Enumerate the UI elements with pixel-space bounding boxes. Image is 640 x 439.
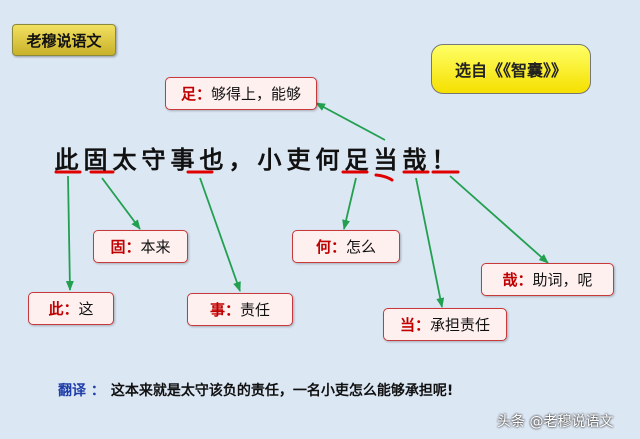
gloss-sep: ： xyxy=(195,85,211,103)
underline-zu xyxy=(374,173,394,182)
gloss-sep: ： xyxy=(224,301,240,319)
arrow-zu xyxy=(315,102,386,141)
char-dang: 当 xyxy=(373,144,398,174)
classical-sentence: 此 固 太 守 事 也 ， 小 吏 何 足 当 哉 ！ xyxy=(52,140,492,174)
gloss-sep: ： xyxy=(63,300,79,318)
char-zai: 哉 xyxy=(402,144,427,174)
char-ci: 此 xyxy=(54,144,79,174)
char-ye: 也 xyxy=(199,144,224,174)
gloss-ci: 此：这 xyxy=(28,292,114,325)
gloss-text: 责任 xyxy=(240,301,271,319)
gloss-text: 够得上，能够 xyxy=(211,85,302,103)
translation-line: 翻译 ： 这本来就是太守该负的责任，一名小吏怎么能够承担呢! xyxy=(58,380,453,400)
gloss-text: 本来 xyxy=(140,238,171,256)
gloss-sep: ： xyxy=(330,238,346,256)
source-label: 选自《《智囊》》 xyxy=(431,44,591,94)
arrow-he xyxy=(342,177,357,230)
gloss-head: 足 xyxy=(180,85,196,103)
char-tai: 太 xyxy=(112,144,137,174)
underlines xyxy=(54,170,460,182)
gloss-text: 这 xyxy=(78,300,94,318)
gloss-dang: 当：承担责任 xyxy=(383,308,507,341)
arrows xyxy=(65,102,549,308)
arrow-zai xyxy=(449,175,549,264)
arrow-ci xyxy=(65,175,74,291)
gloss-he: 何：怎么 xyxy=(292,230,400,263)
gloss-sep: ： xyxy=(125,238,141,256)
gloss-shi: 事：责任 xyxy=(187,293,293,326)
arrow-dang xyxy=(415,177,445,308)
char-comma: ， xyxy=(228,144,253,174)
char-li: 吏 xyxy=(286,144,311,174)
char-he: 何 xyxy=(315,144,340,174)
gloss-zai: 哉：助词，呢 xyxy=(481,263,614,296)
char-gu: 固 xyxy=(83,144,108,174)
translation-text: 这本来就是太守该负的责任，一名小吏怎么能够承担呢! xyxy=(110,383,454,399)
gloss-sep: ： xyxy=(414,316,430,334)
char-exclaim: ！ xyxy=(431,144,456,174)
gloss-text: 承担责任 xyxy=(430,316,491,334)
gloss-head: 此 xyxy=(48,300,64,318)
gloss-sep: ： xyxy=(517,271,533,289)
gloss-gu: 固：本来 xyxy=(93,230,188,263)
arrow-shi xyxy=(199,177,241,292)
char-shou: 守 xyxy=(141,144,166,174)
arrow-gu xyxy=(101,177,141,230)
char-shi: 事 xyxy=(170,144,195,174)
gloss-head: 固 xyxy=(110,238,126,256)
author-badge: 老穆说语文 xyxy=(12,24,116,56)
gloss-head: 何 xyxy=(315,238,331,256)
char-xiao: 小 xyxy=(257,144,282,174)
gloss-zu: 足：够得上，能够 xyxy=(165,77,317,110)
gloss-text: 怎么 xyxy=(346,238,377,256)
translation-label: 翻译 ： xyxy=(58,383,105,399)
watermark: 头条 @老穆说语文 xyxy=(497,414,614,430)
char-zu: 足 xyxy=(344,144,369,174)
gloss-head: 当 xyxy=(399,316,415,334)
gloss-text: 助词，呢 xyxy=(532,271,593,289)
gloss-head: 哉 xyxy=(502,271,518,289)
gloss-head: 事 xyxy=(209,301,225,319)
